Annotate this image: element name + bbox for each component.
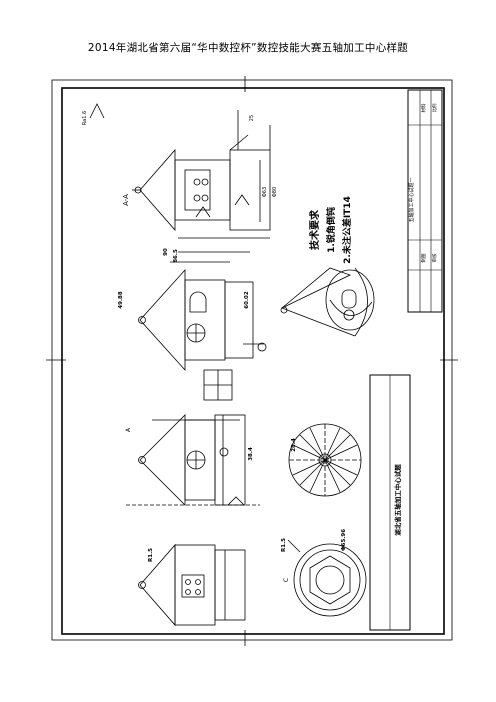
tech-req-item-1: 1.锐角倒钝	[325, 207, 337, 253]
inner-frame	[61, 87, 445, 635]
front-view	[138, 251, 267, 401]
dim-d10: R1.5	[148, 548, 154, 562]
dim-d5: 49.88	[118, 291, 124, 309]
section-view-a-a: A-A	[89, 103, 271, 239]
dim-d13: 28.4	[291, 438, 297, 452]
title-block: 五轴加工中心试题一 制图 审核 材料 比例	[407, 89, 443, 313]
tech-requirements: 技术要求 1.锐角倒钝 2.未注公差IT14	[308, 196, 353, 264]
dim-r: R1.5	[281, 538, 287, 552]
title-block-part-name: 五轴加工中心试题一	[408, 177, 415, 222]
side-view	[126, 414, 260, 506]
section-label: A-A	[122, 194, 130, 206]
outer-frame	[51, 79, 453, 641]
title-block-checked: 审核	[431, 253, 438, 262]
title-block-material: 材料	[420, 103, 427, 112]
view-c	[287, 539, 367, 617]
top-view-circle	[288, 423, 362, 497]
dim-d9: Φ65.96	[341, 529, 347, 551]
dim-d1: Φ63	[262, 187, 268, 197]
title-block-scale: 比例	[431, 103, 438, 112]
side-view-2	[138, 543, 246, 627]
dim-d6: 60.02	[244, 291, 250, 309]
title-strip-name: 湖北省五轴加工中心试题	[393, 464, 402, 536]
isometric-view	[280, 267, 375, 337]
view-a-label: A	[125, 427, 132, 432]
dim-d3: 90	[163, 248, 169, 256]
ra-main: Ra1.6	[82, 111, 88, 125]
title-block-drawn: 制图	[420, 253, 427, 262]
document-title: 2014年湖北省第六届“华中数控杯”数控技能大赛五轴加工中心样题	[87, 42, 409, 54]
dim-d8: 38.4	[248, 447, 254, 461]
tech-req-item-2: 2.未注公差IT14	[341, 196, 353, 264]
title-strip: 湖北省五轴加工中心试题	[369, 374, 411, 631]
view-c-label: C	[283, 578, 290, 582]
dim-d4: 86.5	[173, 249, 179, 263]
tech-req-heading: 技术要求	[308, 209, 321, 250]
dim-d2: Φ80	[272, 187, 278, 197]
dim-d7: 25	[249, 115, 255, 121]
